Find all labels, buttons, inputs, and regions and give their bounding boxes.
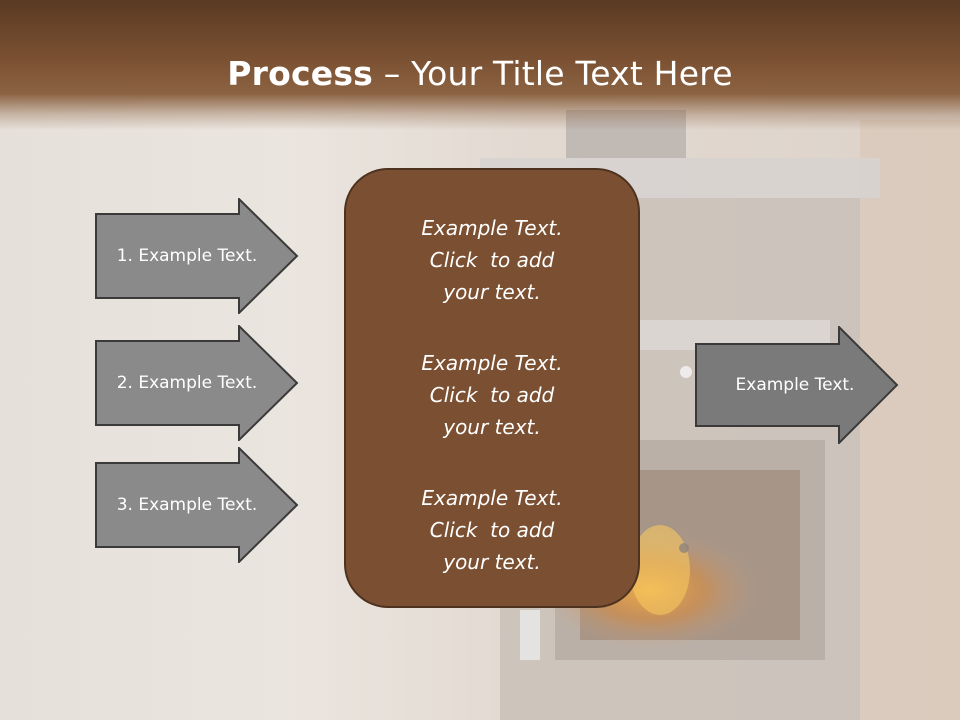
arrow-shape-icon [95,198,299,314]
text-block-3: Example Text. Click to add your text. [346,482,638,578]
arrow-shape-icon [695,326,899,444]
left-arrow-3[interactable]: 3. Example Text. [95,447,300,563]
text-block-3-line3: your text. [443,550,541,574]
title-rest: – Your Title Text Here [373,54,733,93]
text-block-2-line2: Click to add [429,383,555,407]
text-block-1-line3: your text. [443,280,541,304]
text-block-3-line2: Click to add [429,518,555,542]
left-arrow-1-label: 1. Example Text. [116,246,258,266]
text-block-2-line1: Example Text. [421,351,563,375]
right-arrow-label: Example Text. [735,375,855,395]
text-block-2-line3: your text. [443,415,541,439]
text-block-1-line2: Click to add [429,248,555,272]
header-band [0,0,960,130]
right-arrow[interactable]: Example Text. [695,326,900,444]
text-block-1-line1: Example Text. [421,216,563,240]
center-text-box[interactable]: Example Text. Click to add your text. Ex… [344,168,640,608]
left-arrow-3-label: 3. Example Text. [116,495,258,515]
left-arrow-2-label: 2. Example Text. [116,373,258,393]
arrow-shape-icon [95,447,299,563]
title-bold: Process [227,54,374,93]
slide-title: Process – Your Title Text Here [0,52,960,96]
arrow-shape-icon [95,325,299,441]
text-block-2: Example Text. Click to add your text. [346,347,638,443]
text-block-1: Example Text. Click to add your text. [346,212,638,308]
left-arrow-2[interactable]: 2. Example Text. [95,325,300,441]
left-arrow-1[interactable]: 1. Example Text. [95,198,300,314]
text-block-3-line1: Example Text. [421,486,563,510]
